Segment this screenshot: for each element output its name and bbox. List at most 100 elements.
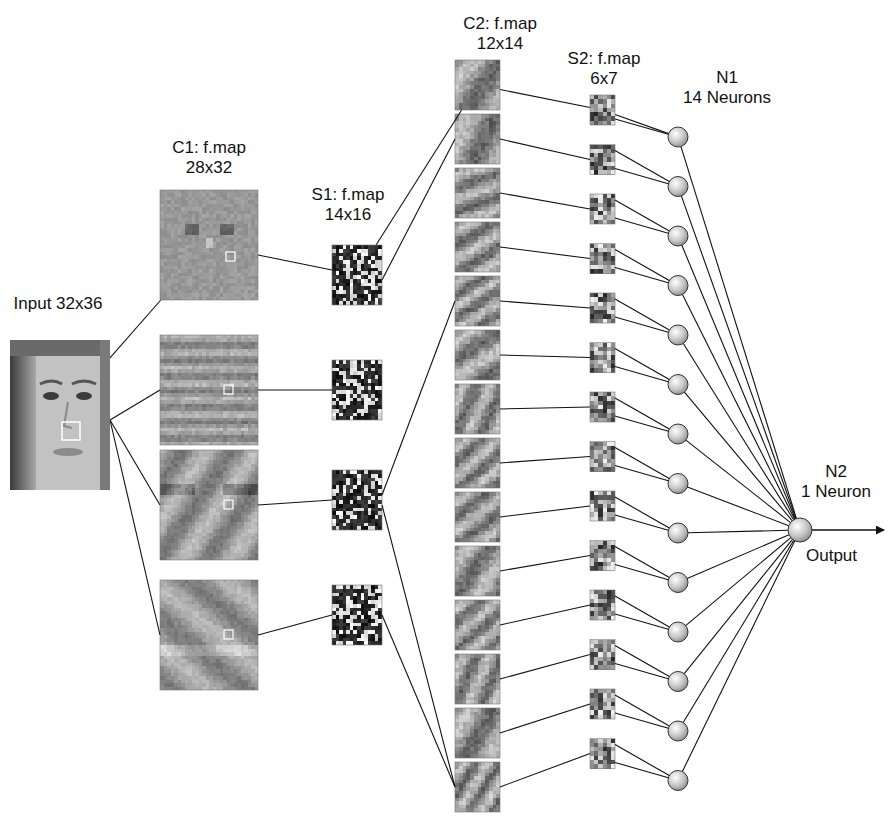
- feature-map-pixel: [244, 474, 248, 478]
- feature-map-pixel: [199, 421, 203, 425]
- feature-map-pixel: [227, 597, 231, 601]
- feature-map-pixel: [178, 484, 182, 488]
- feature-map-pixel: [227, 390, 231, 394]
- feature-map-pixel: [220, 467, 224, 471]
- feature-map-pixel: [244, 495, 248, 499]
- feature-map-pixel: [167, 342, 171, 346]
- feature-map-pixel: [244, 481, 248, 485]
- feature-map-pixel: [213, 488, 217, 492]
- feature-map-pixel: [195, 467, 199, 471]
- feature-map-pixel: [185, 515, 189, 519]
- feature-map-pixel: [164, 335, 168, 339]
- feature-map-pixel: [202, 383, 206, 387]
- feature-map-pixel: [209, 529, 213, 533]
- feature-map-pixel: [185, 418, 189, 422]
- feature-map-pixel: [227, 411, 231, 415]
- feature-map-pixel: [185, 363, 189, 367]
- feature-map-pixel: [188, 512, 192, 516]
- feature-map-pixel: [227, 356, 231, 360]
- feature-map-pixel: [195, 515, 199, 519]
- feature-map-pixel: [220, 519, 224, 523]
- feature-map-pixel: [237, 539, 241, 543]
- feature-map-pixel: [244, 380, 248, 384]
- feature-map-pixel: [206, 369, 210, 373]
- feature-map-pixel: [164, 529, 168, 533]
- feature-map-pixel: [174, 376, 178, 380]
- feature-map-pixel: [192, 484, 196, 488]
- feature-map-pixel: [192, 397, 196, 401]
- feature-map-pixel: [199, 363, 203, 367]
- feature-map-pixel: [248, 428, 252, 432]
- feature-map-pixel: [192, 546, 196, 550]
- feature-map-pixel: [202, 471, 206, 475]
- feature-map-pixel: [167, 488, 171, 492]
- feature-map-pixel: [181, 484, 185, 488]
- feature-map-pixel: [241, 383, 245, 387]
- feature-map-pixel: [213, 359, 217, 363]
- feature-map-pixel: [220, 505, 224, 509]
- feature-map-pixel: [206, 533, 210, 537]
- feature-map-pixel: [178, 498, 182, 502]
- feature-map-pixel: [167, 404, 171, 408]
- feature-map-pixel: [202, 546, 206, 550]
- feature-map-pixel: [195, 526, 199, 530]
- feature-map-pixel: [192, 407, 196, 411]
- feature-map-pixel: [195, 390, 199, 394]
- feature-map-pixel: [220, 438, 224, 442]
- feature-map-pixel: [223, 428, 227, 432]
- feature-map-pixel: [178, 435, 182, 439]
- feature-map-pixel: [227, 335, 231, 339]
- feature-map-pixel: [181, 471, 185, 475]
- feature-map-pixel: [241, 464, 245, 468]
- feature-map-pixel: [181, 349, 185, 353]
- feature-map-pixel: [244, 338, 248, 342]
- feature-map-pixel: [185, 424, 189, 428]
- feature-map-pixel: [171, 594, 175, 598]
- feature-map-pixel: [185, 400, 189, 404]
- feature-map-pixel: [209, 502, 213, 506]
- feature-map-pixel: [206, 356, 210, 360]
- feature-map-pixel: [241, 512, 245, 516]
- feature-map-pixel: [202, 424, 206, 428]
- feature-map-pixel: [167, 335, 171, 339]
- feature-map-pixel: [223, 345, 227, 349]
- feature-map-pixel: [188, 363, 192, 367]
- feature-map-pixel: [171, 590, 175, 594]
- feature-map-pixel: [167, 352, 171, 356]
- feature-map-pixel: [220, 491, 224, 495]
- feature-map-pixel: [181, 390, 185, 394]
- feature-map-pixel: [171, 498, 175, 502]
- feature-map-pixel: [237, 550, 241, 554]
- feature-map-pixel: [244, 393, 248, 397]
- feature-map-pixel: [202, 536, 206, 540]
- feature-map-pixel: [241, 515, 245, 519]
- feature-map-pixel: [164, 597, 168, 601]
- feature-map-pixel: [248, 397, 252, 401]
- feature-map-pixel: [192, 495, 196, 499]
- feature-map-pixel: [192, 529, 196, 533]
- feature-map-pixel: [185, 467, 189, 471]
- feature-map-pixel: [171, 387, 175, 391]
- feature-map-pixel: [227, 587, 231, 591]
- feature-map-pixel: [181, 404, 185, 408]
- feature-map-pixel: [199, 488, 203, 492]
- feature-map-pixel: [251, 407, 255, 411]
- feature-map-pixel: [206, 363, 210, 367]
- feature-map-pixel: [251, 457, 255, 461]
- feature-map-pixel: [213, 431, 217, 435]
- feature-map-pixel: [230, 478, 234, 482]
- feature-map-pixel: [248, 373, 252, 377]
- feature-map-pixel: [199, 519, 203, 523]
- feature-map-pixel: [185, 580, 189, 584]
- feature-map-pixel: [202, 404, 206, 408]
- feature-map-pixel: [227, 453, 231, 457]
- feature-map-pixel: [241, 373, 245, 377]
- feature-map-pixel: [237, 342, 241, 346]
- feature-map-pixel: [230, 594, 234, 598]
- feature-map-pixel: [223, 352, 227, 356]
- feature-map-pixel: [248, 393, 252, 397]
- c1-feature-map: [160, 335, 258, 445]
- feature-map-pixel: [206, 601, 210, 605]
- feature-map-pixel: [248, 590, 252, 594]
- feature-map-pixel: [164, 373, 168, 377]
